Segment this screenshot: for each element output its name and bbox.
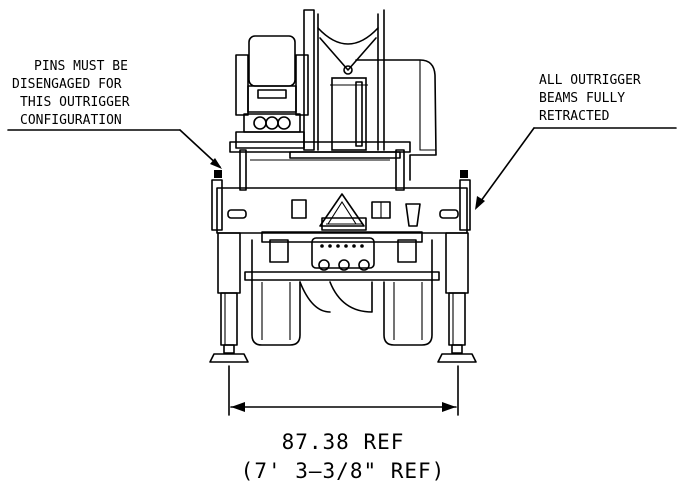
dimension-value: 87.38 REF (282, 430, 405, 454)
right-note-line-3: RETRACTED (539, 109, 610, 124)
right-note-line-2: BEAMS FULLY (539, 91, 625, 106)
width-dimension: 87.38 REF (7' 3–3/8" REF) (228, 365, 459, 483)
tires (251, 239, 433, 346)
right-outrigger (437, 232, 477, 363)
crane-front-view-icon (209, 9, 477, 363)
cab-outline (355, 59, 437, 181)
right-leader-arrow-icon (475, 196, 485, 210)
left-leader-arrow-icon (210, 158, 222, 169)
chassis (211, 170, 471, 234)
left-outrigger (209, 232, 249, 363)
boom-assembly (303, 9, 385, 151)
right-leader-line (477, 127, 535, 206)
upper-deck (229, 141, 411, 191)
right-note-line-1: ALL OUTRIGGER (539, 73, 641, 88)
dimension-imperial: (7' 3–3/8" REF) (241, 459, 446, 483)
left-note-line-2: DISENGAGED FOR (12, 77, 122, 92)
left-note-line-3: THIS OUTRIGGER (20, 95, 130, 110)
left-note: PINS MUST BE DISENGAGED FOR THIS OUTRIGG… (7, 59, 222, 169)
right-note: ALL OUTRIGGER BEAMS FULLY RETRACTED (475, 73, 677, 210)
dimension-arrow-left-icon (231, 402, 245, 412)
left-note-line-1: PINS MUST BE (34, 59, 128, 74)
lower-frame (244, 231, 440, 313)
cab-inner (419, 60, 436, 151)
operator-seat (235, 35, 309, 149)
left-note-line-4: CONFIGURATION (20, 113, 122, 128)
dimension-arrow-right-icon (442, 402, 456, 412)
